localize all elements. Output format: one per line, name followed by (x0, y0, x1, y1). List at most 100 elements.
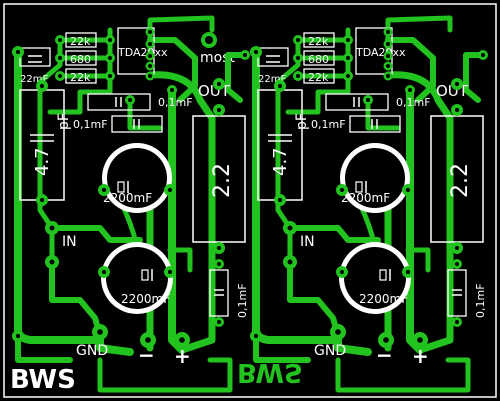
minus-label: − (376, 343, 393, 367)
pad-hole (15, 333, 21, 339)
pad-hole (386, 30, 390, 34)
pad-hole (101, 187, 107, 193)
pad-hole (49, 225, 55, 231)
pad-hole (454, 81, 460, 87)
cap-2200-bottom-label: 2200mF (121, 292, 170, 306)
pad-hole (405, 187, 411, 193)
pad-hole (253, 333, 259, 339)
polarity-mark (379, 269, 387, 281)
copper-trace (146, 71, 216, 276)
cap-01mF-vertical-body (209, 269, 229, 317)
pad-hole (167, 187, 173, 193)
pad-hole (296, 56, 300, 60)
power-resistor-label: 2.2 (210, 163, 235, 198)
pad-hole (97, 329, 103, 335)
cap-01mF-a-body (87, 93, 151, 111)
resistor-label-3: 22k (308, 71, 329, 84)
copper-trace (147, 37, 198, 103)
pad-hole (346, 38, 350, 42)
film-cap-value: 4.7 (32, 147, 53, 176)
ic-label: TDA20xx (117, 46, 168, 59)
pad-hole (386, 74, 390, 78)
pad-hole (366, 98, 370, 102)
resistor-body-3 (303, 68, 335, 84)
cap-22mF-label: 22mF (20, 74, 48, 85)
cap-01mF-a-label: 0,1mF (158, 96, 193, 109)
pad-hole (217, 262, 221, 266)
electrolytic-capacitor-top-inner (107, 148, 167, 208)
polarity-mark (355, 181, 363, 193)
polarity-mark (117, 181, 125, 193)
pad-hole (108, 56, 112, 60)
pad-hole (383, 337, 389, 343)
pad-hole (339, 269, 345, 275)
pad-hole (277, 197, 283, 203)
resistor-label-2: 680 (70, 53, 91, 66)
mirrored-brand-label-group: BWS (237, 357, 303, 387)
pad-hole (108, 38, 112, 42)
electrolytic-capacitor-bottom-inner (344, 247, 406, 309)
copper-trace (15, 332, 73, 363)
copper-trace (127, 97, 163, 131)
pad-hole (335, 329, 341, 335)
plus-label: + (174, 344, 191, 368)
cap-01mF-a-body (325, 93, 389, 111)
pad-hole (39, 83, 45, 89)
pad-hole (346, 74, 350, 78)
pad-hole (296, 38, 300, 42)
pad-hole (287, 259, 293, 265)
pad-hole (386, 42, 390, 46)
amp-channel-2: 2200mF2200mF22k68022kTDA20xx22mF4.7pF0,1… (250, 15, 488, 393)
cap-01mF-vertical-label: 0,1mF (474, 283, 487, 318)
pad-hole (15, 49, 21, 55)
cap-2200-bottom-label: 2200mF (359, 292, 408, 306)
copper-trace (253, 332, 311, 363)
pad-hole (216, 81, 222, 87)
resistor-label-2: 680 (308, 53, 329, 66)
in-label: IN (62, 234, 77, 250)
pad-hole (386, 54, 390, 58)
minus-label: − (138, 343, 155, 367)
pad-hole (148, 30, 152, 34)
film-cap-value: 4.7 (270, 147, 291, 176)
pad-hole (128, 98, 132, 102)
cap-01mF-vertical-body (447, 269, 467, 317)
copper-trace (384, 71, 454, 276)
pad-hole (170, 88, 174, 92)
copper-trace (178, 268, 216, 354)
pad-hole (101, 269, 107, 275)
film-cap-unit: pF (56, 113, 72, 130)
pad-hole (417, 337, 423, 343)
pad-hole (148, 64, 152, 68)
pad-hole (481, 53, 485, 57)
pad-hole (455, 262, 459, 266)
copper-trace (167, 247, 193, 273)
pad-hole (148, 42, 152, 46)
pad-hole (148, 54, 152, 58)
pad-hole (346, 56, 350, 60)
cap-2200-top-label: 2200mF (103, 191, 152, 205)
gnd-label: GND (76, 343, 108, 359)
resistor-label-1: 22k (308, 35, 329, 48)
copper-trace (225, 52, 248, 103)
pad-hole (408, 88, 412, 92)
electrolytic-capacitor-top-inner (345, 148, 405, 208)
resistor-body-1 (303, 32, 335, 48)
pad-hole (454, 107, 460, 113)
cap-01mF-vertical-label: 0,1mF (236, 283, 249, 318)
resistor-body-2 (303, 50, 335, 66)
copper-trace (287, 259, 341, 338)
resistor-label-3: 22k (70, 71, 91, 84)
plus-label: + (412, 344, 429, 368)
ic-outline (355, 27, 393, 75)
ic-label: TDA20xx (355, 46, 406, 59)
pad-hole (253, 49, 259, 55)
pad-hole (58, 74, 62, 78)
board-brand-label: BWS (10, 365, 76, 395)
cap-22mF-label: 22mF (258, 74, 286, 85)
copper-trace (405, 247, 431, 273)
pad-hole (167, 269, 173, 275)
pad-hole (216, 107, 222, 113)
mirrored-brand-label: BWS (237, 357, 303, 387)
